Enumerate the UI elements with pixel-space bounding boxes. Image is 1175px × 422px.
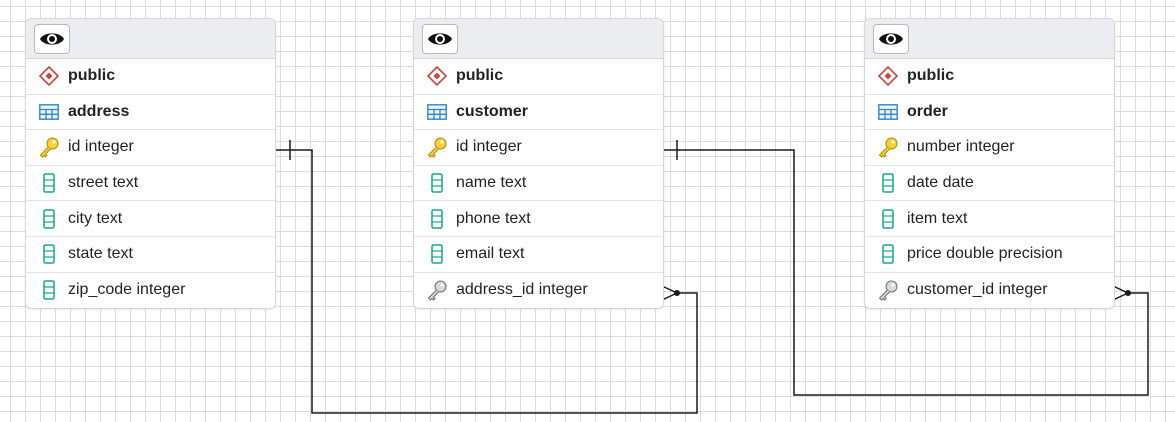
column-row-number[interactable]: number integer	[865, 130, 1114, 166]
column-row-customer-id[interactable]: customer_id integer	[865, 273, 1114, 309]
eye-icon	[40, 32, 64, 45]
column-label: state text	[68, 245, 133, 263]
column-row-zip-code[interactable]: zip_code integer	[26, 273, 275, 309]
schema-diamond-icon	[877, 65, 899, 87]
table-name-row: customer	[414, 95, 663, 131]
table-name-row: order	[865, 95, 1114, 131]
schema-diamond-icon	[38, 65, 60, 87]
column-label: item text	[907, 209, 968, 227]
column-icon	[877, 208, 899, 230]
crowfoot-marker-lower	[1112, 292, 1129, 301]
table-name: customer	[456, 102, 529, 120]
column-row-name[interactable]: name text	[414, 166, 663, 202]
column-label: zip_code integer	[68, 281, 186, 299]
eye-icon	[879, 32, 903, 45]
column-icon	[38, 208, 60, 230]
foreign-key-icon	[877, 279, 899, 302]
schema-row: public	[865, 59, 1114, 95]
schema-diamond-icon	[426, 65, 448, 87]
column-label: date date	[907, 174, 974, 192]
column-label: customer_id integer	[907, 281, 1048, 299]
table-node-header	[865, 19, 1114, 59]
column-row-item[interactable]: item text	[865, 201, 1114, 237]
column-icon	[877, 172, 899, 194]
key-icon	[877, 136, 899, 159]
eye-icon	[428, 32, 452, 45]
column-icon	[426, 172, 448, 194]
table-name: address	[68, 102, 130, 120]
table-node-address[interactable]: public address id integer street text ci…	[25, 18, 276, 310]
crowfoot-marker-upper	[661, 285, 678, 294]
table-node-header	[26, 19, 275, 59]
view-details-button[interactable]	[34, 23, 70, 54]
column-row-address-id[interactable]: address_id integer	[414, 273, 663, 309]
column-icon	[426, 208, 448, 230]
column-label: street text	[68, 174, 139, 192]
column-icon	[877, 243, 899, 265]
column-icon	[426, 243, 448, 265]
column-row-street[interactable]: street text	[26, 166, 275, 202]
schema-name: public	[68, 67, 116, 85]
view-details-button[interactable]	[873, 23, 909, 54]
column-icon	[38, 243, 60, 265]
crowfoot-marker-lower	[661, 292, 678, 301]
table-name-row: address	[26, 95, 275, 131]
column-row-city[interactable]: city text	[26, 201, 275, 237]
crowfoot-marker-upper	[1112, 285, 1129, 294]
table-grid-icon	[426, 101, 448, 123]
column-label: id integer	[456, 138, 522, 156]
key-icon	[426, 136, 448, 159]
column-label: phone text	[456, 209, 531, 227]
column-label: number integer	[907, 138, 1015, 156]
column-row-price[interactable]: price double precision	[865, 237, 1114, 273]
column-label: city text	[68, 209, 123, 227]
table-grid-icon	[38, 101, 60, 123]
column-row-id[interactable]: id integer	[414, 130, 663, 166]
table-node-header	[414, 19, 663, 59]
column-row-email[interactable]: email text	[414, 237, 663, 273]
crowfoot-marker-dot	[674, 290, 680, 296]
schema-row: public	[26, 59, 275, 95]
foreign-key-icon	[426, 279, 448, 302]
column-row-id[interactable]: id integer	[26, 130, 275, 166]
table-node-order[interactable]: public order number integer date date it…	[864, 18, 1115, 310]
view-details-button[interactable]	[422, 23, 458, 54]
schema-row: public	[414, 59, 663, 95]
key-icon	[38, 136, 60, 159]
crowfoot-marker-dot	[1125, 290, 1131, 296]
table-node-customer[interactable]: public customer id integer name text pho…	[413, 18, 664, 310]
column-label: email text	[456, 245, 525, 263]
column-label: address_id integer	[456, 281, 588, 299]
column-label: name text	[456, 174, 527, 192]
table-name: order	[907, 102, 948, 120]
column-row-date[interactable]: date date	[865, 166, 1114, 202]
column-icon	[38, 172, 60, 194]
column-icon	[38, 279, 60, 301]
column-label: id integer	[68, 138, 134, 156]
table-grid-icon	[877, 101, 899, 123]
schema-name: public	[907, 67, 955, 85]
column-label: price double precision	[907, 245, 1063, 263]
schema-name: public	[456, 67, 504, 85]
column-row-phone[interactable]: phone text	[414, 201, 663, 237]
column-row-state[interactable]: state text	[26, 237, 275, 273]
